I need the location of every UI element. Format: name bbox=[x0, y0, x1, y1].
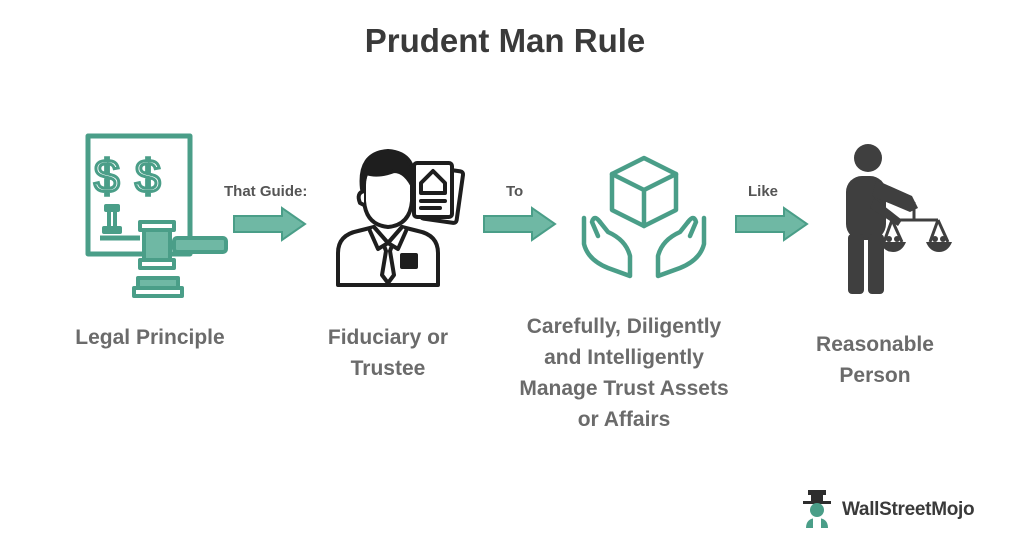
legal-document-gavel-icon: $ $ bbox=[80, 132, 230, 302]
connector-label-2: To bbox=[506, 183, 524, 200]
hands-holding-box-icon bbox=[578, 152, 710, 280]
step-label-reasonable-person: Reasonable Person bbox=[816, 333, 934, 387]
arrow-right-icon bbox=[734, 206, 810, 247]
svg-text:$: $ bbox=[135, 150, 161, 202]
person-with-scales-icon bbox=[826, 140, 956, 295]
svg-text:$: $ bbox=[94, 150, 120, 202]
step-label-manage-assets: Carefully, Diligently and Intelligently … bbox=[519, 315, 729, 431]
step-label-fiduciary: Fiduciary or Trustee bbox=[327, 326, 449, 380]
arrow-right-icon bbox=[482, 206, 558, 247]
step-label-legal-principle: Legal Principle bbox=[75, 326, 225, 349]
brand-name: WallStreetMojo bbox=[842, 499, 975, 520]
page-title: Prudent Man Rule bbox=[364, 22, 646, 59]
connector-label-3: Like bbox=[748, 183, 779, 200]
arrow-right-icon bbox=[232, 206, 308, 247]
connector-label-1: That Guide: bbox=[224, 183, 308, 200]
brand-mascot-icon bbox=[800, 488, 834, 533]
brand-logo: WallStreetMojo bbox=[800, 488, 975, 533]
fiduciary-person-icon bbox=[330, 143, 470, 288]
